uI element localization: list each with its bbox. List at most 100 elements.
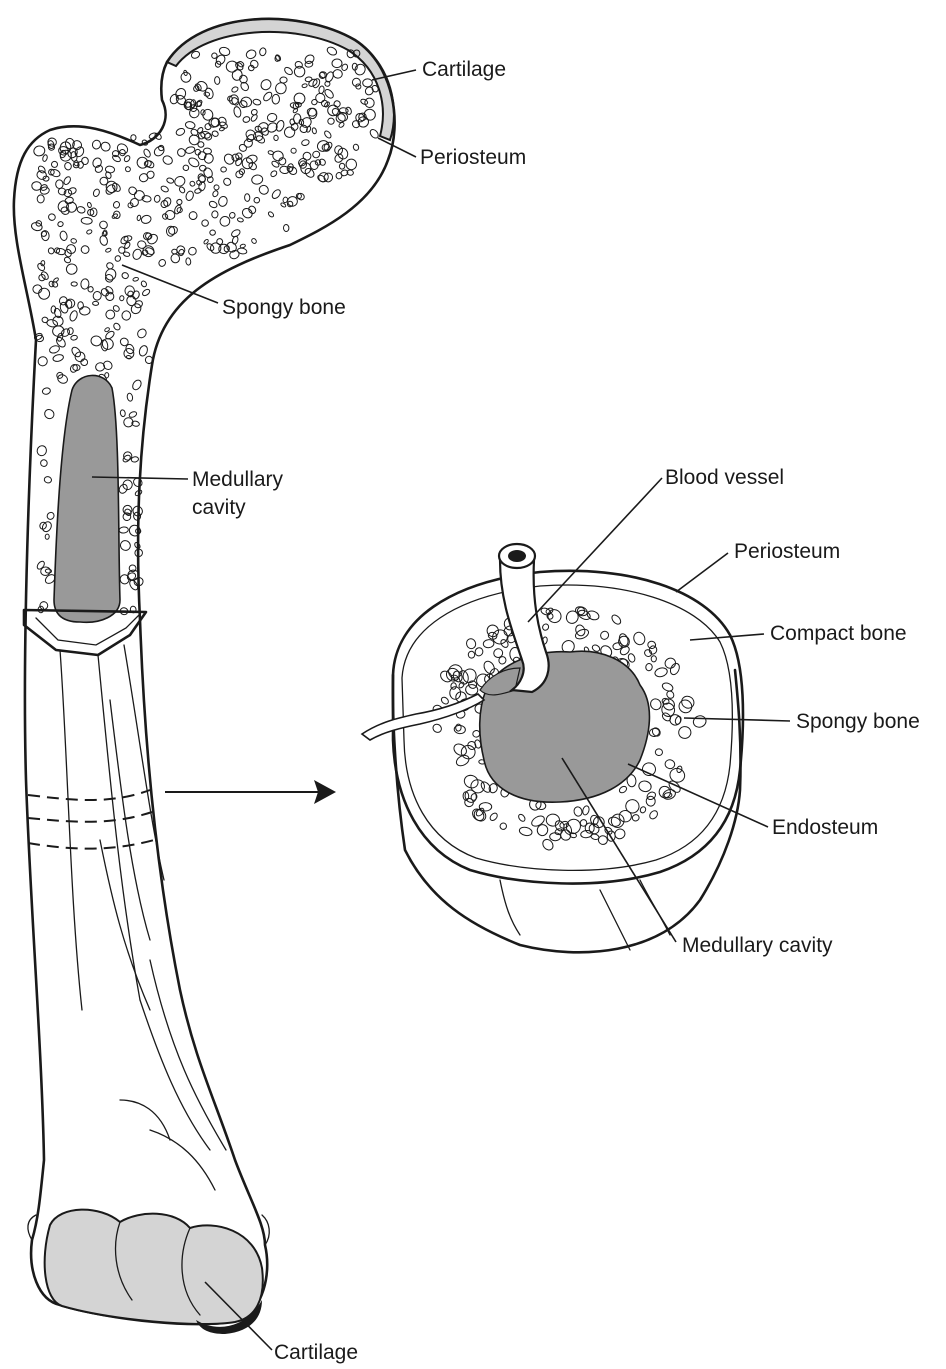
spongy-pore bbox=[204, 92, 210, 97]
spongy-pore bbox=[249, 59, 260, 70]
label-spongy-bone-section: Spongy bone bbox=[796, 708, 920, 735]
spongy-pore bbox=[582, 805, 590, 816]
spongy-pore bbox=[197, 173, 207, 184]
spongy-pore bbox=[251, 174, 263, 185]
spongy-pore bbox=[56, 373, 69, 385]
spongy-pore bbox=[483, 639, 494, 648]
spongy-pore bbox=[39, 459, 48, 468]
spongy-pore bbox=[80, 245, 89, 254]
spongy-pore bbox=[312, 127, 317, 134]
spongy-pore bbox=[36, 169, 48, 181]
spongy-pore bbox=[221, 167, 227, 172]
spongy-pore bbox=[211, 130, 219, 137]
spongy-pore bbox=[280, 77, 287, 83]
spongy-pore bbox=[233, 106, 242, 118]
spongy-pore bbox=[175, 127, 186, 137]
spongy-pore bbox=[119, 526, 129, 533]
spongy-pore bbox=[619, 810, 632, 823]
spongy-pore bbox=[132, 248, 143, 261]
spongy-pore bbox=[302, 83, 308, 88]
spongy-pore bbox=[64, 162, 72, 171]
spongy-pore bbox=[353, 144, 360, 151]
spongy-pore bbox=[267, 113, 278, 122]
spongy-pore bbox=[617, 635, 631, 649]
spongy-pore bbox=[52, 354, 64, 363]
spongy-pore bbox=[362, 79, 372, 87]
spongy-pore bbox=[188, 211, 198, 221]
spongy-pore bbox=[140, 280, 147, 288]
spongy-pore bbox=[305, 76, 312, 82]
spongy-pore bbox=[36, 355, 49, 368]
spongy-pore bbox=[123, 251, 130, 257]
spongy-pore bbox=[126, 355, 132, 359]
spongy-pore bbox=[222, 177, 232, 187]
spongy-pore bbox=[63, 188, 73, 197]
spongy-pore bbox=[81, 157, 89, 165]
spongy-pore bbox=[118, 539, 132, 553]
spongy-pore bbox=[90, 335, 102, 346]
spongy-pore bbox=[187, 246, 198, 257]
label-medullary-cavity-section: Medullary cavity bbox=[682, 932, 833, 959]
spongy-pore bbox=[45, 534, 49, 539]
spongy-pore bbox=[115, 142, 129, 156]
spongy-pore bbox=[65, 243, 78, 256]
spongy-pore bbox=[70, 335, 77, 341]
spongy-pore bbox=[189, 180, 196, 187]
spongy-pore bbox=[92, 301, 98, 305]
cross-section bbox=[362, 544, 743, 952]
spongy-pore bbox=[253, 196, 261, 204]
label-medullary-line1: Medullary bbox=[192, 466, 283, 493]
spongy-pore bbox=[648, 809, 659, 820]
spongy-pore bbox=[128, 411, 137, 419]
spongy-pore bbox=[651, 656, 656, 662]
spongy-pore bbox=[669, 662, 681, 676]
spongy-pore bbox=[80, 279, 89, 290]
spongy-pore bbox=[143, 148, 152, 158]
spongy-pore bbox=[185, 190, 195, 201]
spongy-pore bbox=[74, 351, 86, 362]
spongy-pore bbox=[131, 135, 136, 141]
spongy-pore bbox=[492, 647, 504, 659]
spongy-pore bbox=[211, 53, 217, 59]
spongy-pore bbox=[210, 230, 216, 235]
spongy-pore bbox=[245, 48, 257, 60]
spongy-pore bbox=[328, 118, 335, 124]
spongy-pore bbox=[51, 315, 64, 328]
spongy-pore bbox=[47, 247, 55, 255]
spongy-pore bbox=[63, 176, 72, 186]
spongy-pore bbox=[610, 813, 626, 829]
spongy-pore bbox=[123, 155, 131, 163]
spongy-pore bbox=[470, 793, 478, 801]
spongy-pore bbox=[301, 139, 310, 147]
spongy-pore bbox=[646, 796, 656, 807]
spongy-pore bbox=[137, 240, 148, 250]
spongy-pore bbox=[228, 211, 236, 219]
section-arrow bbox=[165, 780, 336, 804]
spongy-pore bbox=[44, 476, 52, 484]
spongy-pore bbox=[105, 180, 118, 194]
spongy-pore bbox=[291, 148, 297, 154]
spongy-pore bbox=[81, 217, 92, 224]
spongy-pore bbox=[53, 277, 59, 283]
spongy-pore bbox=[203, 148, 212, 155]
spongy-pore bbox=[692, 714, 708, 729]
spongy-pore bbox=[618, 785, 628, 794]
spongy-pore bbox=[154, 195, 161, 203]
spongy-pore bbox=[122, 311, 131, 321]
spongy-pore bbox=[42, 387, 51, 395]
spongy-pore bbox=[270, 170, 278, 178]
spongy-pore bbox=[318, 86, 325, 95]
spongy-pore bbox=[176, 147, 187, 158]
spongy-pore bbox=[182, 164, 189, 171]
spongy-pore bbox=[541, 837, 555, 852]
spongy-pore bbox=[113, 201, 121, 209]
spongy-pore bbox=[141, 244, 155, 258]
spongy-pore bbox=[237, 217, 244, 222]
spongy-pore bbox=[136, 327, 148, 339]
spongy-pore bbox=[94, 164, 104, 174]
spongy-pore bbox=[638, 780, 652, 793]
spongy-pore bbox=[245, 154, 258, 165]
spongy-pore bbox=[241, 207, 254, 220]
spongy-pore bbox=[197, 141, 204, 148]
spongy-pore bbox=[71, 139, 83, 151]
